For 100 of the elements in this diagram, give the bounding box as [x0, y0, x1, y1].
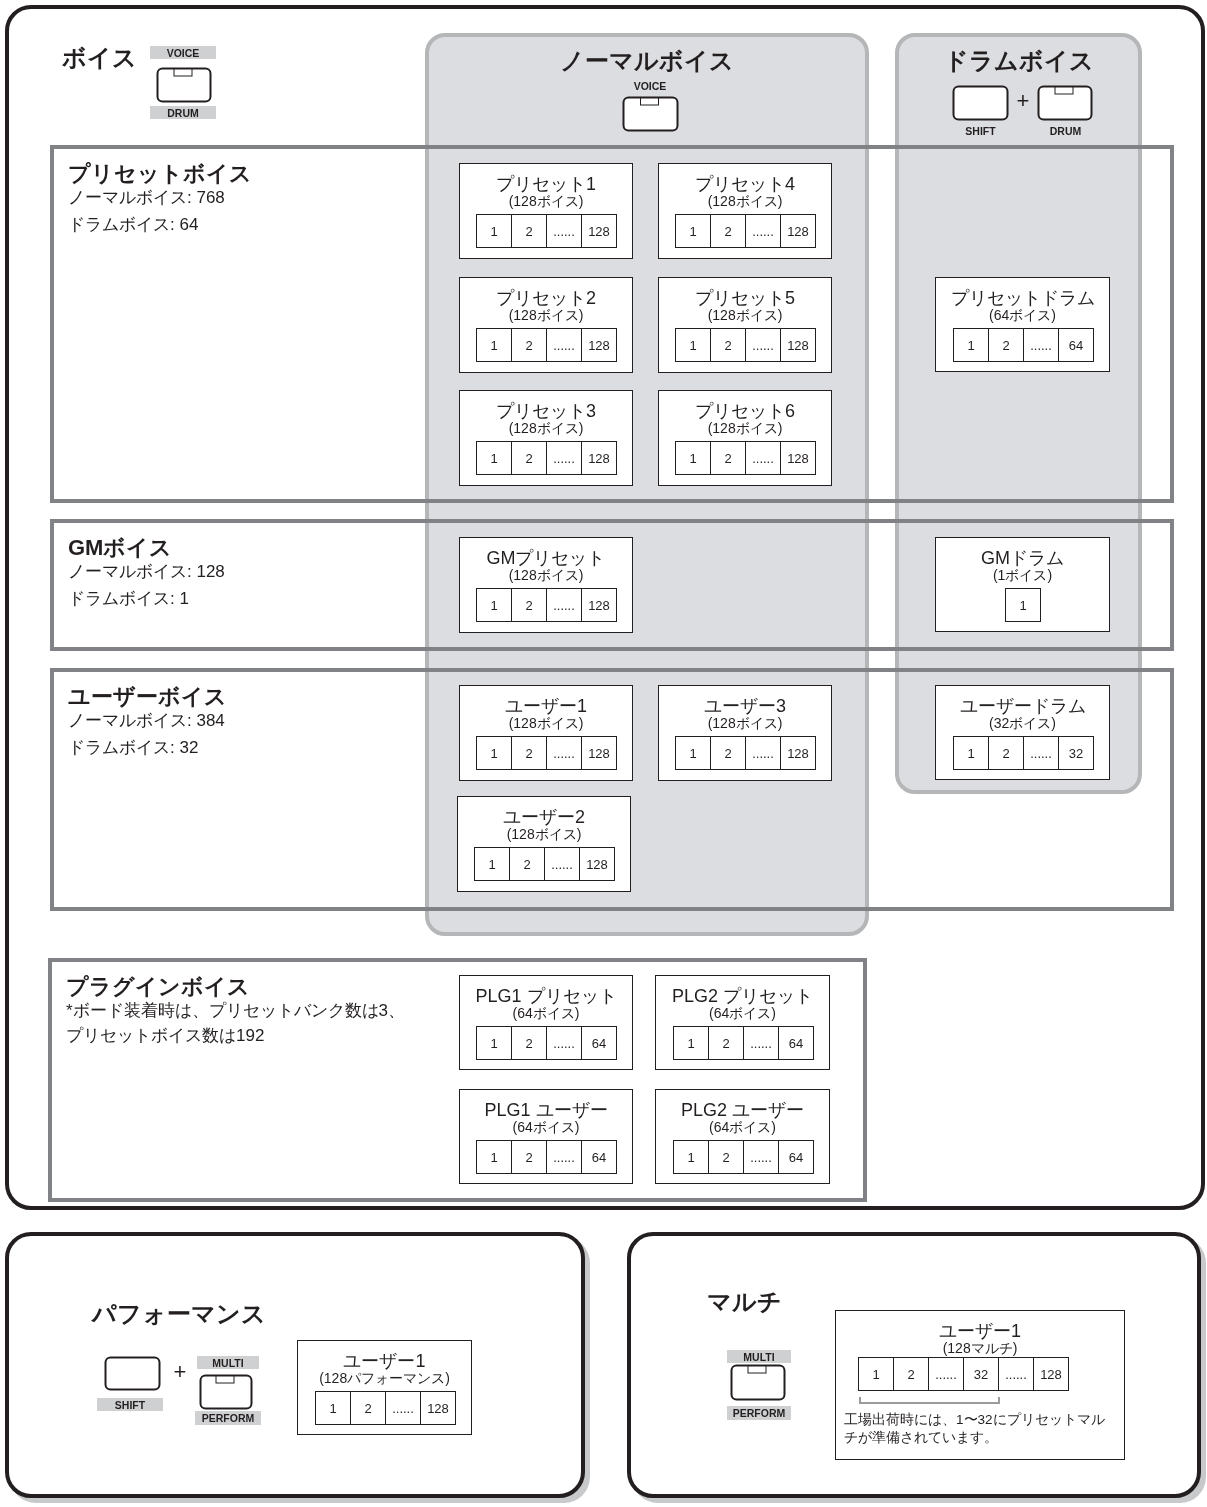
slot-cell: 128: [1033, 1357, 1069, 1391]
section-note: ドラムボイス: 64: [68, 214, 200, 236]
slot-cell: 128: [581, 736, 617, 770]
section-note: ドラムボイス: 32: [68, 737, 200, 759]
slot-cell: 2: [710, 736, 746, 770]
panel-heading: マルチ: [707, 1287, 782, 1317]
slot-cell: ......: [928, 1357, 964, 1391]
slot-cell: 1: [953, 328, 989, 362]
slot-cell: 2: [511, 1140, 547, 1174]
slot-cell: 1: [675, 328, 711, 362]
slot-cell: 1: [476, 441, 512, 475]
bank-title: ユーザードラム: [958, 695, 1087, 717]
bank-count: (128マルチ): [941, 1340, 1019, 1358]
slot-cell: 64: [778, 1140, 814, 1174]
slot-cell: 2: [350, 1391, 386, 1425]
slot-cell: ......: [1023, 736, 1059, 770]
slot-cell: 128: [780, 328, 816, 362]
slot-cell: 64: [581, 1140, 617, 1174]
button-label: VOICE: [632, 79, 668, 92]
slot-cell: 2: [511, 214, 547, 248]
bank-box: [935, 685, 1110, 780]
section-band: [48, 958, 867, 1202]
slot-cell: 2: [710, 214, 746, 248]
slot-cell: 2: [710, 328, 746, 362]
slot-cell: 2: [511, 588, 547, 622]
slot-cell: 2: [988, 736, 1024, 770]
slot-cell: 1: [675, 736, 711, 770]
slot-cell: ......: [745, 736, 781, 770]
slot-cell: 1: [476, 736, 512, 770]
bank-count: (128パフォーマンス): [318, 1370, 451, 1388]
plus-sign: +: [1015, 89, 1031, 113]
bank-count: (64ボイス): [708, 1119, 777, 1137]
slot-cell: 1: [858, 1357, 894, 1391]
bank-count: (128ボイス): [507, 715, 585, 733]
slot-cell: 128: [780, 441, 816, 475]
slot-cell: 64: [1058, 328, 1094, 362]
slot-cell: ......: [745, 214, 781, 248]
slot-cell: ......: [1023, 328, 1059, 362]
bank-count: (32ボイス): [988, 715, 1057, 733]
bank-count: (128ボイス): [507, 420, 585, 438]
slot-cell: 2: [509, 847, 545, 881]
slot-cell: 1: [476, 328, 512, 362]
bank-box: [935, 537, 1110, 632]
bank-title: PLG2 プリセット: [671, 985, 814, 1007]
slot-cell: 1: [953, 736, 989, 770]
bank-box: [297, 1340, 472, 1435]
button-label: PERFORM: [195, 1411, 261, 1425]
slot-cell: ......: [546, 1140, 582, 1174]
slot-cell: ......: [544, 847, 580, 881]
button-label: SHIFT: [964, 124, 997, 137]
bank-count: (128ボイス): [507, 567, 585, 585]
slot-cell: 1: [474, 847, 510, 881]
slot-cell: 64: [778, 1026, 814, 1060]
bank-title: プリセット3: [495, 400, 597, 422]
bank-box: [457, 796, 631, 892]
bank-box: [459, 163, 633, 259]
button-label: MULTI: [197, 1356, 259, 1369]
slot-cell: 128: [581, 328, 617, 362]
bank-box: [658, 163, 832, 259]
bank-box: [459, 685, 633, 781]
bank-box: [459, 390, 633, 486]
slot-cell: 2: [511, 328, 547, 362]
column-heading: ノーマルボイス: [559, 46, 735, 76]
bank-title: GMドラム: [980, 547, 1065, 569]
slot-cell: 2: [511, 736, 547, 770]
panel-heading: パフォーマンス: [92, 1299, 266, 1329]
bank-title: プリセット6: [694, 400, 796, 422]
slot-cell: 128: [581, 441, 617, 475]
slot-cell: 2: [708, 1026, 744, 1060]
slot-cell: 1: [315, 1391, 351, 1425]
slot-cell: 64: [581, 1026, 617, 1060]
bank-count: (128ボイス): [505, 826, 583, 844]
bank-title: ユーザー2: [502, 806, 586, 828]
section-note: ドラムボイス: 1: [68, 588, 190, 610]
bank-title: PLG2 ユーザー: [680, 1099, 805, 1121]
section-heading: GMボイス: [68, 534, 173, 562]
bank-count: (128ボイス): [706, 420, 784, 438]
bank-title: プリセット4: [694, 173, 796, 195]
bank-box: [658, 277, 832, 373]
slot-cell: 1: [476, 588, 512, 622]
bank-title: プリセット1: [495, 173, 597, 195]
slot-cell: ......: [745, 328, 781, 362]
section-band: [50, 519, 1174, 651]
bank-box: [459, 975, 633, 1070]
slot-cell: 1: [476, 1140, 512, 1174]
section-note: *ボード装着時は、プリセットバンク数は3、プリセットボイス数は192: [66, 1000, 407, 1047]
slot-cell: ......: [745, 441, 781, 475]
bank-title: GMプリセット: [485, 547, 607, 569]
bank-count: (1ボイス): [991, 567, 1054, 585]
bank-box: [835, 1310, 1125, 1460]
bank-box: [655, 975, 830, 1070]
bank-count: (64ボイス): [511, 1119, 581, 1137]
slot-cell: 2: [511, 1026, 547, 1060]
bank-box: [459, 537, 633, 633]
bank-count: (64ボイス): [988, 307, 1057, 325]
bank-title: プリセット5: [694, 287, 796, 309]
section-note: ノーマルボイス: 768: [68, 187, 226, 209]
column-heading: ドラムボイス: [942, 46, 1095, 76]
slot-cell: ......: [998, 1357, 1034, 1391]
bank-count: (128ボイス): [706, 307, 784, 325]
